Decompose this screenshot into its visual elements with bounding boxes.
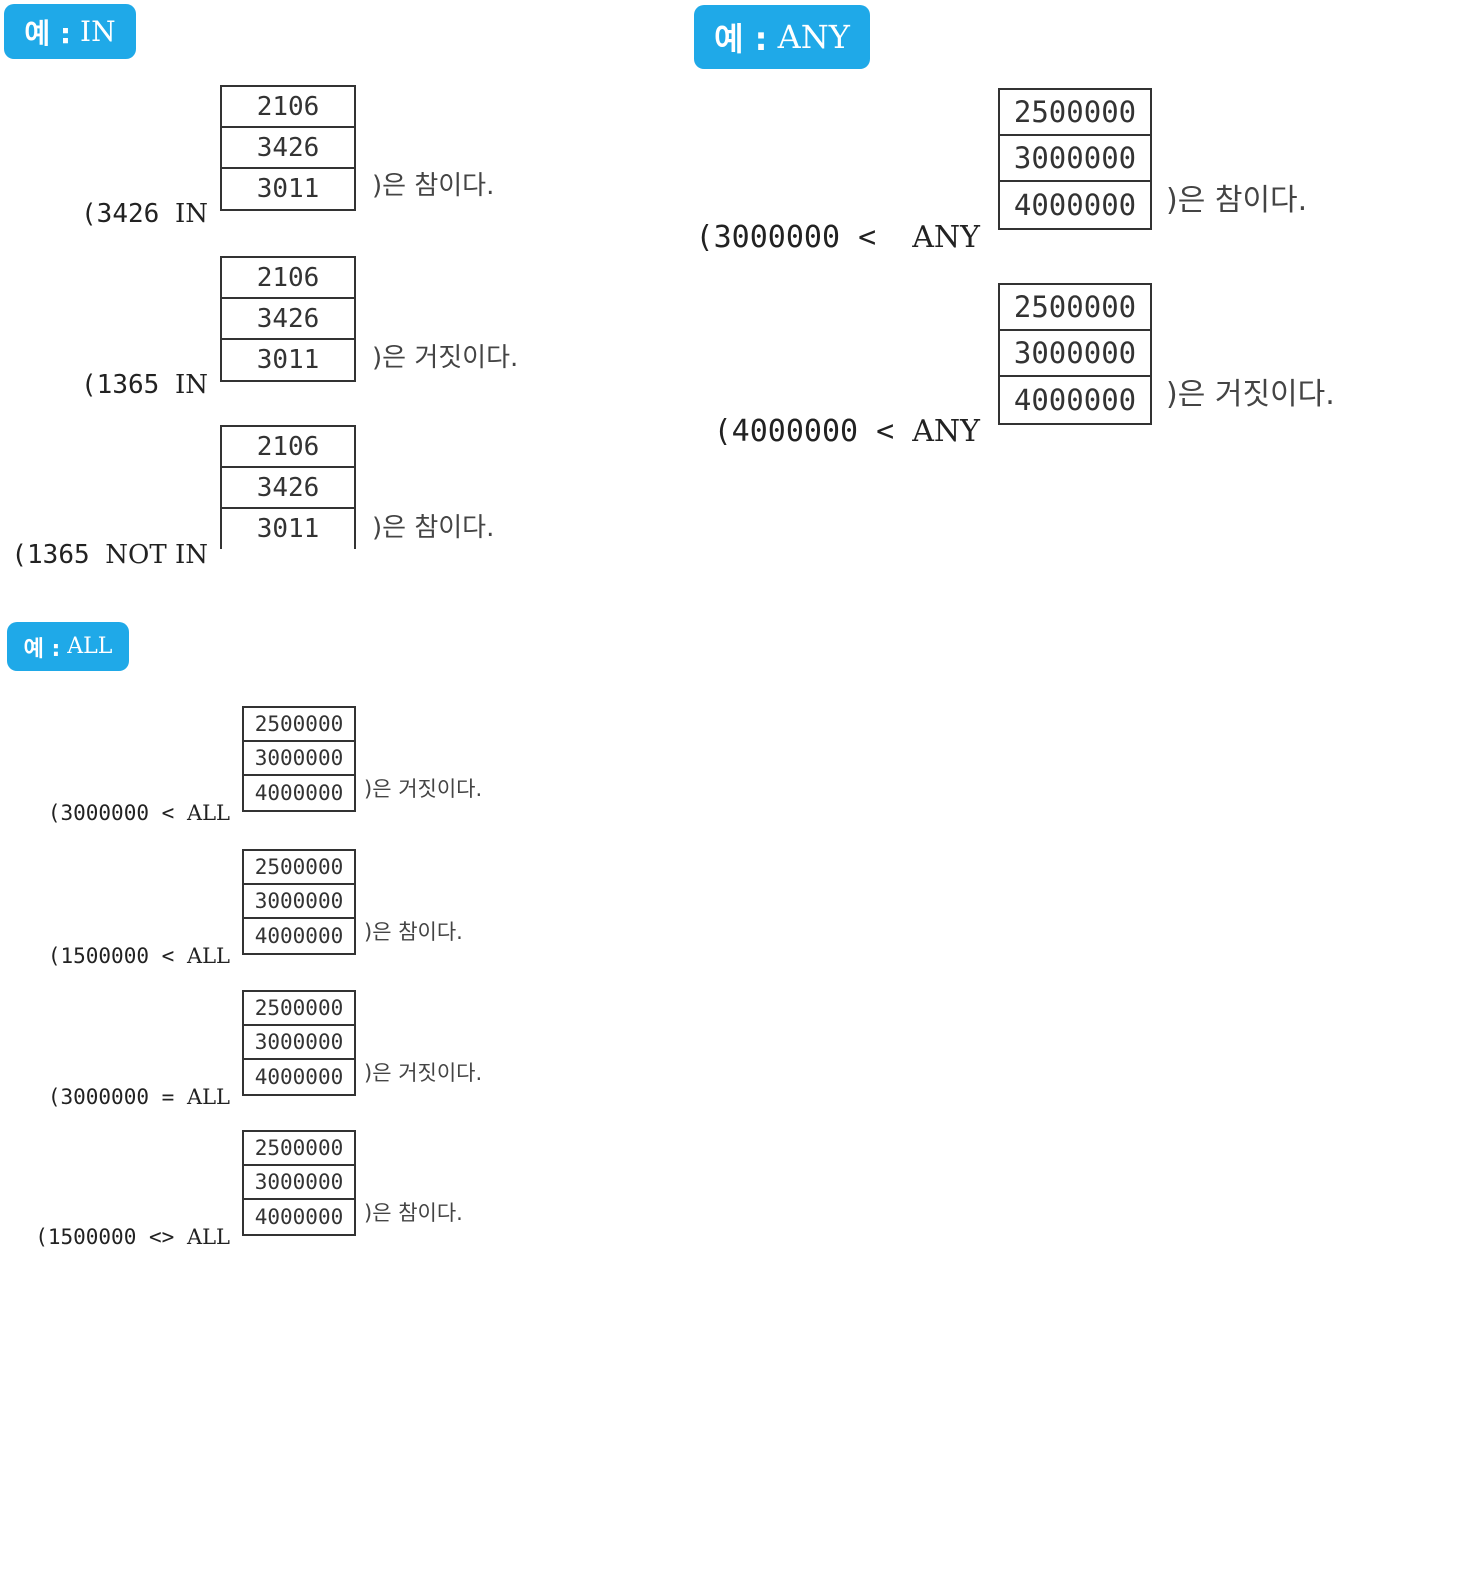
all-example-2-open: (1500000 <: [47, 944, 175, 968]
value-cell: 3011: [256, 345, 320, 375]
any-example-1-open: (3000000 <: [695, 220, 877, 255]
all-example-3-result: )은 거짓이다.: [364, 1061, 483, 1085]
any-example-1-operand: (3000000 < ANY: [623, 193, 980, 283]
in-example-2-value-list: 2106 3426 3011: [220, 256, 356, 382]
value-cell: 4000000: [254, 1065, 344, 1089]
any-example-2-op: ANY: [912, 414, 980, 449]
in-example-3-result: )은 참이다.: [372, 513, 495, 543]
value-cell: 4000000: [1013, 383, 1137, 417]
any-example-1-op: ANY: [912, 220, 980, 255]
value-cell: 2106: [222, 258, 354, 299]
badge-in-prefix: 예 :: [24, 16, 72, 50]
badge-any: 예 : ANY: [694, 5, 870, 69]
all-example-1-result: )은 거짓이다.: [364, 777, 483, 801]
value-cell: 3426: [222, 468, 354, 509]
in-example-1-op: IN: [174, 199, 208, 229]
in-example-1-result: )은 참이다.: [372, 171, 495, 201]
all-example-1-op: ALL: [186, 801, 230, 825]
any-example-2-value-list: 2500000 3000000 4000000: [998, 283, 1152, 425]
any-example-2-result: )은 거짓이다.: [1166, 377, 1335, 412]
value-cell: 3011: [256, 174, 320, 204]
value-cell: 3000000: [244, 1026, 354, 1060]
value-cell: 3426: [222, 128, 354, 169]
in-example-3-value-list: 2106 3426 3011: [220, 425, 356, 549]
all-example-2-operand: (1500000 < ALL: [0, 925, 230, 988]
all-example-3-op: ALL: [186, 1085, 230, 1109]
all-example-4-result: )은 참이다.: [364, 1201, 463, 1225]
value-cell: 2500000: [244, 992, 354, 1026]
value-cell: 3000000: [244, 1166, 354, 1200]
badge-all: 예 : ALL: [7, 622, 129, 671]
all-example-3-operand: (3000000 = ALL: [0, 1066, 230, 1129]
badge-in: 예 : IN: [4, 4, 136, 59]
all-example-2-op: ALL: [186, 944, 230, 968]
all-example-1-operand: (3000000 < ALL: [0, 782, 230, 845]
badge-all-prefix: 예 :: [23, 636, 61, 662]
value-cell: 3000000: [244, 742, 354, 776]
all-example-3-value-list: 2500000 3000000 4000000: [242, 990, 356, 1096]
in-example-3-op: NOT IN: [105, 540, 208, 570]
in-example-2-op: IN: [174, 370, 208, 400]
value-cell: 2500000: [244, 1132, 354, 1166]
in-example-3-operand: (1365 NOT IN: [0, 516, 208, 594]
any-example-2-operand: (4000000 < ANY: [641, 387, 980, 477]
all-example-4-value-list: 2500000 3000000 4000000: [242, 1130, 356, 1236]
value-cell: 2500000: [244, 708, 354, 742]
value-cell: 3000000: [1000, 331, 1150, 377]
value-cell: 2106: [222, 87, 354, 128]
in-example-1-operand: (3426 IN: [18, 175, 208, 253]
badge-all-keyword: ALL: [67, 634, 113, 659]
value-cell: 4000000: [254, 1205, 344, 1229]
all-example-1-open: (3000000 <: [47, 801, 175, 825]
badge-in-keyword: IN: [80, 15, 116, 48]
all-example-1-value-list: 2500000 3000000 4000000: [242, 706, 356, 812]
value-cell: 3000000: [1000, 136, 1150, 182]
any-example-2-open: (4000000 <: [713, 414, 895, 449]
value-cell: 4000000: [1013, 188, 1137, 222]
in-example-2-open: (1365: [81, 370, 160, 400]
in-example-2-operand: (1365 IN: [18, 346, 208, 424]
all-example-4-operand: (1500000 <> ALL: [0, 1206, 230, 1269]
value-cell: 2500000: [1000, 285, 1150, 331]
in-example-3-open: (1365: [11, 540, 90, 570]
badge-any-keyword: ANY: [777, 18, 850, 56]
in-example-1-value-list: 2106 3426 3011: [220, 85, 356, 211]
all-example-2-value-list: 2500000 3000000 4000000: [242, 849, 356, 955]
value-cell: 3426: [222, 299, 354, 340]
all-example-2-result: )은 참이다.: [364, 920, 463, 944]
badge-any-prefix: 예 :: [714, 20, 768, 58]
value-cell: 2500000: [244, 851, 354, 885]
all-example-4-op: ALL: [186, 1225, 230, 1249]
value-cell: 2106: [222, 427, 354, 468]
in-example-1-open: (3426: [81, 199, 160, 229]
value-cell: 2500000: [1000, 90, 1150, 136]
all-example-4-open: (1500000 <>: [35, 1225, 175, 1249]
value-cell: 3011: [256, 514, 320, 544]
in-example-2-result: )은 거짓이다.: [372, 343, 519, 373]
value-cell: 3000000: [244, 885, 354, 919]
value-cell: 4000000: [254, 924, 344, 948]
any-example-1-value-list: 2500000 3000000 4000000: [998, 88, 1152, 230]
value-cell: 4000000: [254, 781, 344, 805]
all-example-3-open: (3000000 =: [47, 1085, 175, 1109]
any-example-1-result: )은 참이다.: [1166, 183, 1308, 218]
